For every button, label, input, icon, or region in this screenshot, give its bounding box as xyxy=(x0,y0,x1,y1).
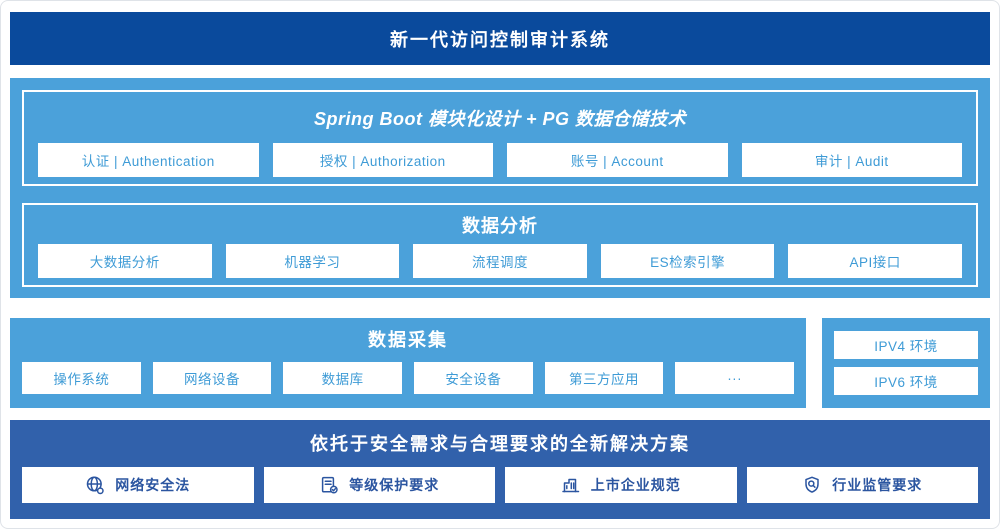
solution-box-classified-protection: 等级保护要求 xyxy=(263,467,495,503)
system-title: 新一代访问控制审计系统 xyxy=(390,29,610,50)
solution-box-listed-company: 上市企业规范 xyxy=(505,467,737,503)
module-box-audit: 审计 | Audit xyxy=(741,143,962,177)
document-check-icon xyxy=(319,475,339,495)
collection-box-database: 数据库 xyxy=(283,362,403,394)
architecture-title: Spring Boot 模块化设计 + PG 数据仓储技术 xyxy=(313,109,686,129)
collection-box-security-device: 安全设备 xyxy=(414,362,533,394)
collection-section: 数据采集 操作系统 网络设备 数据库 安全设备 第三方应用 ··· xyxy=(10,318,806,408)
network-env-section: IPV4 环境 IPV6 环境 xyxy=(822,318,990,408)
architecture-box: Spring Boot 模块化设计 + PG 数据仓储技术 认证 | Authe… xyxy=(22,90,978,186)
analysis-box: 数据分析 大数据分析 机器学习 流程调度 ES检索引擎 API接口 xyxy=(22,203,978,287)
building-icon xyxy=(561,475,581,495)
solution-row: 网络安全法 等级保护要求 xyxy=(10,467,990,503)
network-box-ipv6: IPV6 环境 xyxy=(834,367,978,395)
analysis-title: 数据分析 xyxy=(462,216,538,236)
platform-section: Spring Boot 模块化设计 + PG 数据仓储技术 认证 | Authe… xyxy=(10,78,990,298)
collection-box-network-device: 网络设备 xyxy=(152,362,272,394)
solution-label: 行业监管要求 xyxy=(832,477,923,493)
analysis-box-ml: 机器学习 xyxy=(225,244,400,278)
module-box-account: 账号 | Account xyxy=(507,143,728,177)
solution-label: 上市企业规范 xyxy=(590,477,681,493)
shield-search-icon xyxy=(802,475,822,495)
solution-label: 等级保护要求 xyxy=(349,477,440,493)
module-box-authorization: 授权 | Authorization xyxy=(272,143,493,177)
solution-box-cybersecurity-law: 网络安全法 xyxy=(22,467,254,503)
analysis-row: 大数据分析 机器学习 流程调度 ES检索引擎 API接口 xyxy=(24,244,976,278)
solution-title: 依托于安全需求与合理要求的全新解决方案 xyxy=(310,434,690,454)
globe-icon xyxy=(85,475,105,495)
analysis-box-es: ES检索引擎 xyxy=(600,244,775,278)
system-title-banner: 新一代访问控制审计系统 xyxy=(10,12,990,65)
collection-title: 数据采集 xyxy=(368,330,448,350)
module-box-authentication: 认证 | Authentication xyxy=(38,143,259,177)
collection-box-more: ··· xyxy=(675,362,795,394)
analysis-box-workflow: 流程调度 xyxy=(413,244,587,278)
solution-section: 依托于安全需求与合理要求的全新解决方案 网络安全法 xyxy=(10,420,990,519)
analysis-box-api: API接口 xyxy=(788,244,962,278)
architecture-row: 认证 | Authentication 授权 | Authorization 账… xyxy=(24,143,976,177)
solution-label: 网络安全法 xyxy=(115,477,191,493)
solution-box-industry-regulation: 行业监管要求 xyxy=(746,467,978,503)
middle-row: 数据采集 操作系统 网络设备 数据库 安全设备 第三方应用 ··· IPV4 环… xyxy=(10,318,990,408)
collection-box-os: 操作系统 xyxy=(22,362,141,394)
collection-box-thirdparty: 第三方应用 xyxy=(544,362,664,394)
analysis-box-bigdata: 大数据分析 xyxy=(38,244,212,278)
collection-row: 操作系统 网络设备 数据库 安全设备 第三方应用 ··· xyxy=(10,362,806,394)
network-box-ipv4: IPV4 环境 xyxy=(834,331,978,359)
